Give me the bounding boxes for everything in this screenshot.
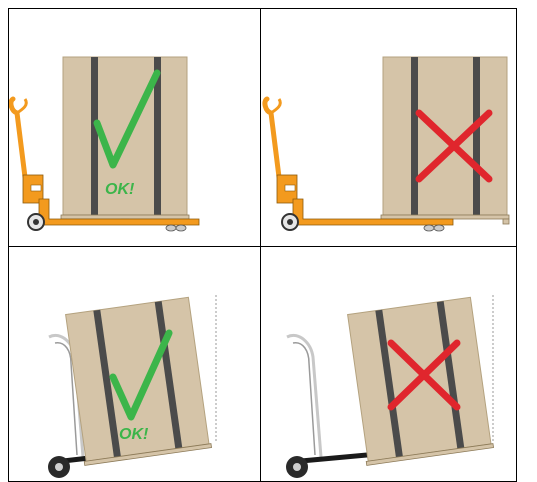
pallet-jack-icon [262, 96, 454, 232]
box [65, 296, 212, 466]
check-mark-icon [93, 69, 161, 169]
panel-hand-truck-wrong [261, 247, 516, 481]
pallet [380, 214, 510, 220]
panel-hand-truck-correct: OK! [9, 247, 260, 481]
ok-label: OK! [119, 426, 149, 443]
grid-divider-horizontal [9, 246, 516, 247]
strap [154, 57, 161, 215]
panel-pallet-truck-wrong [261, 9, 516, 246]
strap [473, 57, 480, 215]
panel-pallet-truck-correct: OK! [9, 9, 260, 246]
ok-label: OK! [105, 181, 135, 198]
pallet [60, 214, 190, 220]
comparison-grid: OK! [8, 8, 517, 482]
cross-mark-icon [387, 339, 461, 411]
strap [411, 57, 418, 215]
grid-divider-vertical [260, 9, 261, 481]
strap [91, 57, 98, 215]
pallet-jack-icon [9, 96, 200, 232]
cross-mark-icon [415, 109, 493, 183]
check-mark-icon [109, 329, 173, 421]
